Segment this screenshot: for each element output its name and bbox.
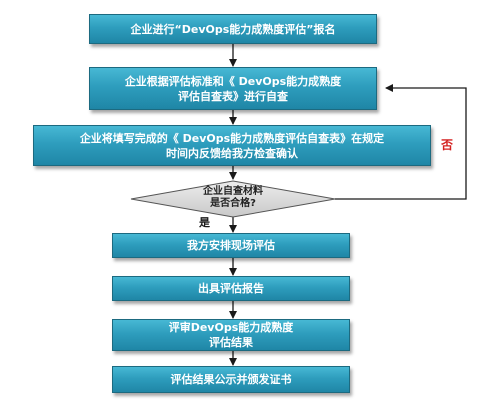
step-onsite-evaluation: 我方安排现场评估 [112,233,350,258]
no-branch-line [335,84,467,200]
step-self-assessment: 企业根据评估标准和《 DevOps能力成熟度 评估自查表》进行自查 [89,67,377,110]
step-review-results: 评审DevOps能力成熟度 评估结果 [112,319,350,351]
step-publish-certificate: 评估结果公示并颁发证书 [112,366,350,393]
step-registration: 企业进行“DevOps能力成熟度评估”报名 [89,14,377,44]
step-submit-feedback: 企业将填写完成的《 DevOps能力成熟度评估自查表》在规定 时间内反馈给我方检… [33,125,431,166]
no-label: 否 [441,138,454,152]
yes-label: 是 [199,216,210,229]
decision-text: 企业自查材料 是否合格? [203,186,263,209]
step-issue-report: 出具评估报告 [112,276,350,301]
decision-diamond [130,180,336,218]
